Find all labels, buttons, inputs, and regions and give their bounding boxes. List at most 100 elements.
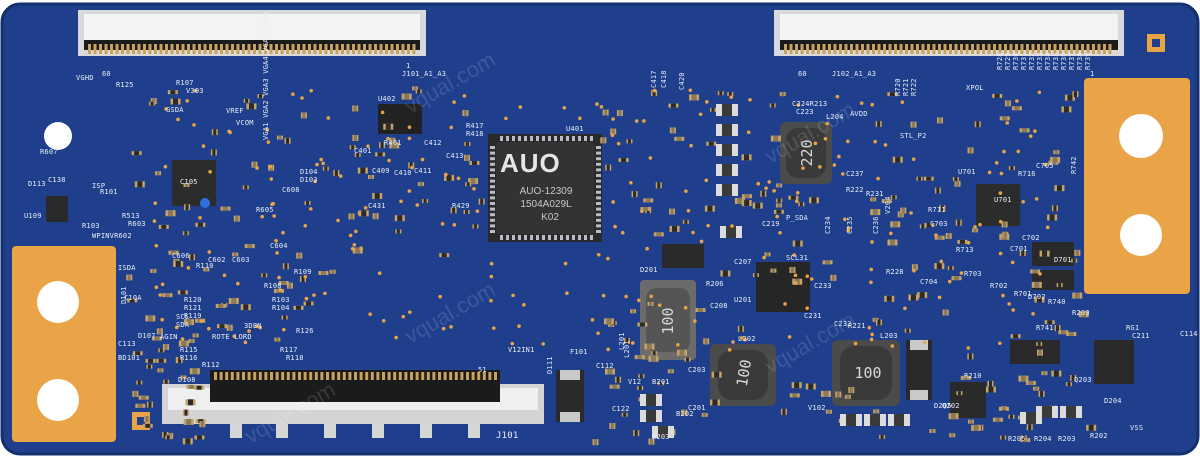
- silk-label-vghd: VGHD: [76, 74, 94, 82]
- mount-hole: [37, 281, 79, 323]
- silk-label-c410: C410: [394, 169, 412, 177]
- silk-label-r722: R722: [910, 78, 918, 96]
- silk-label-c606: C606: [172, 252, 190, 260]
- silk-label-f101: F101: [570, 348, 588, 356]
- ic-left: [172, 160, 216, 206]
- silk-label-ic_small: U701: [994, 196, 1012, 204]
- connector-bottom: [162, 370, 544, 438]
- ic-u201: [756, 262, 810, 312]
- silk-label-r205: R205: [1008, 435, 1026, 443]
- silk-label-r222: R222: [846, 186, 864, 194]
- label-u401: U401: [566, 125, 584, 133]
- label-pin1-left: 1: [406, 62, 411, 70]
- gold-pad-left: [12, 246, 116, 442]
- silk-label-c703: C703: [930, 220, 948, 228]
- label-pin1-right: 1: [1090, 70, 1095, 78]
- silk-label-c224: C224R213: [792, 100, 828, 108]
- silk-label-r731: R731: [1020, 52, 1028, 70]
- mount-hole: [44, 122, 72, 150]
- connector-top-right: [774, 10, 1124, 56]
- silk-label-v12in1: V12IN1: [508, 346, 535, 354]
- silk-label-c105: C105: [180, 178, 198, 186]
- silk-label-l201: L201: [618, 332, 626, 350]
- silk-label-c232: C232: [834, 320, 852, 328]
- silk-label-r418: R418: [466, 130, 484, 138]
- inductor-l201: [640, 280, 696, 360]
- label-pin51: 51: [478, 366, 487, 374]
- chip-line-3: K02: [541, 212, 559, 223]
- silk-label-r703: R703: [964, 270, 982, 278]
- silk-label-r210: R210: [964, 372, 982, 380]
- silk-label-c233: C233: [814, 282, 832, 290]
- silk-label-c219: C219: [762, 220, 780, 228]
- label-l204: L204: [826, 113, 844, 121]
- silk-label-c401: C401: [354, 147, 372, 155]
- silk-label-vref: VREF: [226, 107, 244, 115]
- silk-label-d201: D201: [640, 266, 658, 274]
- silk-label-c122: C122: [612, 405, 630, 413]
- silk-label-wpinv: WPINVR602: [92, 232, 132, 240]
- silk-label-u109: U109: [24, 212, 42, 220]
- mount-hole: [37, 379, 79, 421]
- silk-label-q203: Q203: [1074, 376, 1092, 384]
- silk-label-rg1: RG1: [1126, 324, 1140, 332]
- silk-label-r110: R110: [196, 262, 214, 270]
- silk-label-r203: R203: [1058, 435, 1076, 443]
- label-pin60-right: 60: [798, 70, 807, 78]
- silk-label-r733: R733: [1036, 52, 1044, 70]
- silk-label-r721: R721: [902, 78, 910, 96]
- silk-label-c413: C413: [446, 152, 464, 160]
- silk-label-xpol: XPOL: [966, 84, 984, 92]
- silk-label-u201: U201: [734, 296, 752, 304]
- silk-label-r716: R716: [1018, 170, 1036, 178]
- mount-hole: [1120, 214, 1162, 256]
- gold-pad-right: [1084, 78, 1190, 294]
- main-ic: [488, 134, 602, 242]
- silk-label-c207: C207: [734, 258, 752, 266]
- silk-label-r202: R202: [1090, 432, 1108, 440]
- inductor-l202: [710, 344, 776, 406]
- silk-label-c604: C604: [270, 242, 288, 250]
- silk-label-gsda: GSDA: [166, 106, 184, 114]
- silk-label-b203: B203: [652, 433, 670, 441]
- label-j101-top: J101_A1_A3: [402, 70, 447, 78]
- silk-label-r735: R735: [1052, 52, 1060, 70]
- silk-label-r103b: R103: [272, 296, 290, 304]
- silk-label-r737: R737: [1068, 52, 1076, 70]
- silk-label-r231: R231: [866, 190, 884, 198]
- label-pin60-left: 60: [102, 70, 111, 78]
- silk-label-c701: C701: [1010, 245, 1028, 253]
- silk-label-d204: D204: [1104, 397, 1122, 405]
- silk-label-c602: C602: [208, 256, 226, 264]
- silk-label-r742: R742: [1070, 156, 1078, 174]
- silk-label-r739: R739: [1084, 52, 1092, 70]
- silk-label-scl31: SCL31: [786, 254, 809, 262]
- silk-label-c417: C417: [650, 70, 658, 88]
- silk-label-d702: D702: [1028, 293, 1046, 301]
- silk-label-r228: R228: [886, 268, 904, 276]
- silk-label-bd101: BD101: [118, 354, 141, 362]
- silk-label-r732: R732: [1028, 52, 1036, 70]
- label-j102-top: J102_A1_A3: [832, 70, 877, 78]
- silk-label-d107: D107: [138, 332, 156, 340]
- silk-label-stl: STL_P2: [900, 132, 927, 140]
- inductor-l203-text: 100: [854, 364, 882, 382]
- silk-label-c138: C138: [48, 176, 66, 184]
- label-j101: J101: [496, 431, 519, 441]
- silk-label-avdd: AVDD: [850, 110, 868, 118]
- auo-chip-logo: AUO: [500, 148, 561, 178]
- label-l203: L203: [880, 332, 898, 340]
- silk-label-c705: C705: [1036, 162, 1054, 170]
- silk-label-r117: R117: [280, 346, 298, 354]
- silk-label-r740: R740: [1048, 298, 1066, 306]
- silk-label-r729: R729: [1004, 52, 1012, 70]
- silk-label-c412: C412: [424, 139, 442, 147]
- silk-label-c409: C409: [372, 167, 390, 175]
- silk-label-psda: P_SDA: [786, 214, 809, 222]
- silk-label-c10a: C10A: [124, 294, 142, 302]
- silk-label-agin: AGIN: [160, 333, 178, 341]
- silk-label-c411: C411: [414, 167, 432, 175]
- silk-label-c704: C704: [920, 278, 938, 286]
- silk-label-r728: R728: [996, 52, 1004, 70]
